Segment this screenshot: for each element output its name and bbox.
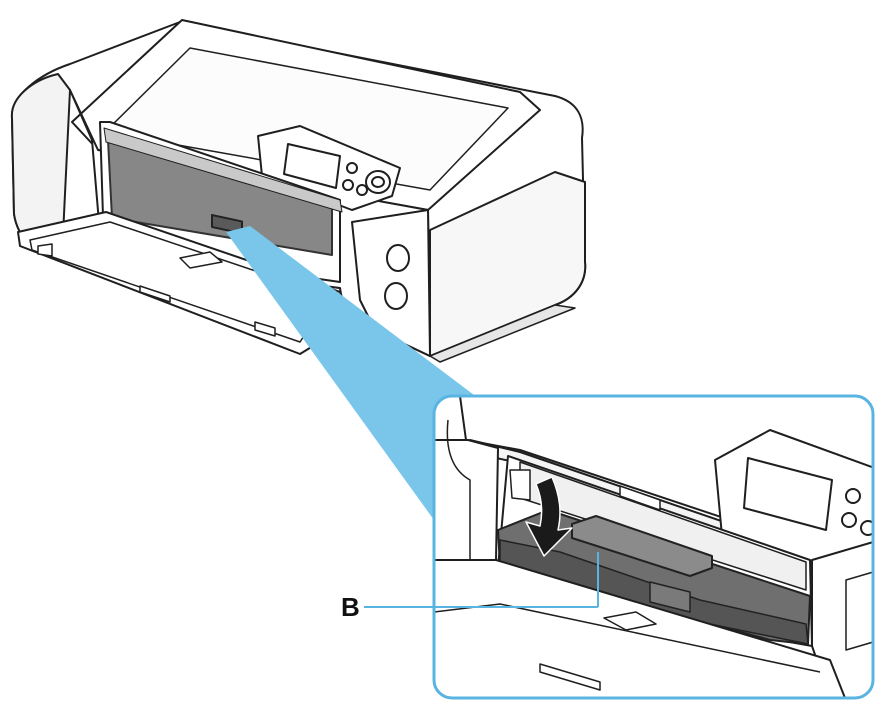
lcd-screen: [283, 143, 341, 189]
push-down-arrow-icon: [525, 476, 573, 557]
tray-handle: [179, 251, 223, 269]
inset-output-tray: [434, 559, 846, 698]
callout-b: B: [341, 552, 599, 622]
inset-frame: [432, 394, 875, 700]
zoom-beam: [226, 226, 478, 520]
inset-lever-bracket: [509, 469, 531, 501]
inset-lcd-screen: [743, 457, 833, 531]
tray-corner: [37, 243, 53, 257]
inset-lever-bracket: [619, 485, 661, 511]
panel-button: [356, 184, 368, 196]
power-button: [386, 244, 410, 272]
inset-right-side-dark: [845, 569, 873, 651]
inset-panel-button: [841, 512, 857, 528]
inset-tray-line: [434, 603, 821, 673]
left-end-cap: [10, 73, 71, 257]
printer: [10, 19, 587, 363]
inset-panel-button: [845, 488, 861, 504]
inset-left-edge: [446, 419, 471, 560]
callout-label-b: B: [341, 592, 360, 622]
inset-tray-handle: [603, 611, 657, 631]
detail-inset: [432, 394, 875, 700]
resume-button: [384, 282, 408, 310]
printer-base: [429, 304, 576, 363]
inset-left-frame: [434, 439, 499, 571]
tray-latch: [254, 321, 276, 337]
inset-guide-top: [571, 515, 713, 577]
inset-tray-latch: [539, 663, 601, 691]
panel-button: [346, 162, 358, 174]
slot-top-lip: [103, 127, 343, 213]
panel-button: [342, 179, 354, 191]
top-cover-crease: [99, 19, 183, 97]
inset-guide-handle: [649, 581, 691, 613]
tray-latch: [139, 285, 171, 303]
guide-tab: [211, 214, 243, 235]
panel-dial-center: [371, 176, 385, 188]
